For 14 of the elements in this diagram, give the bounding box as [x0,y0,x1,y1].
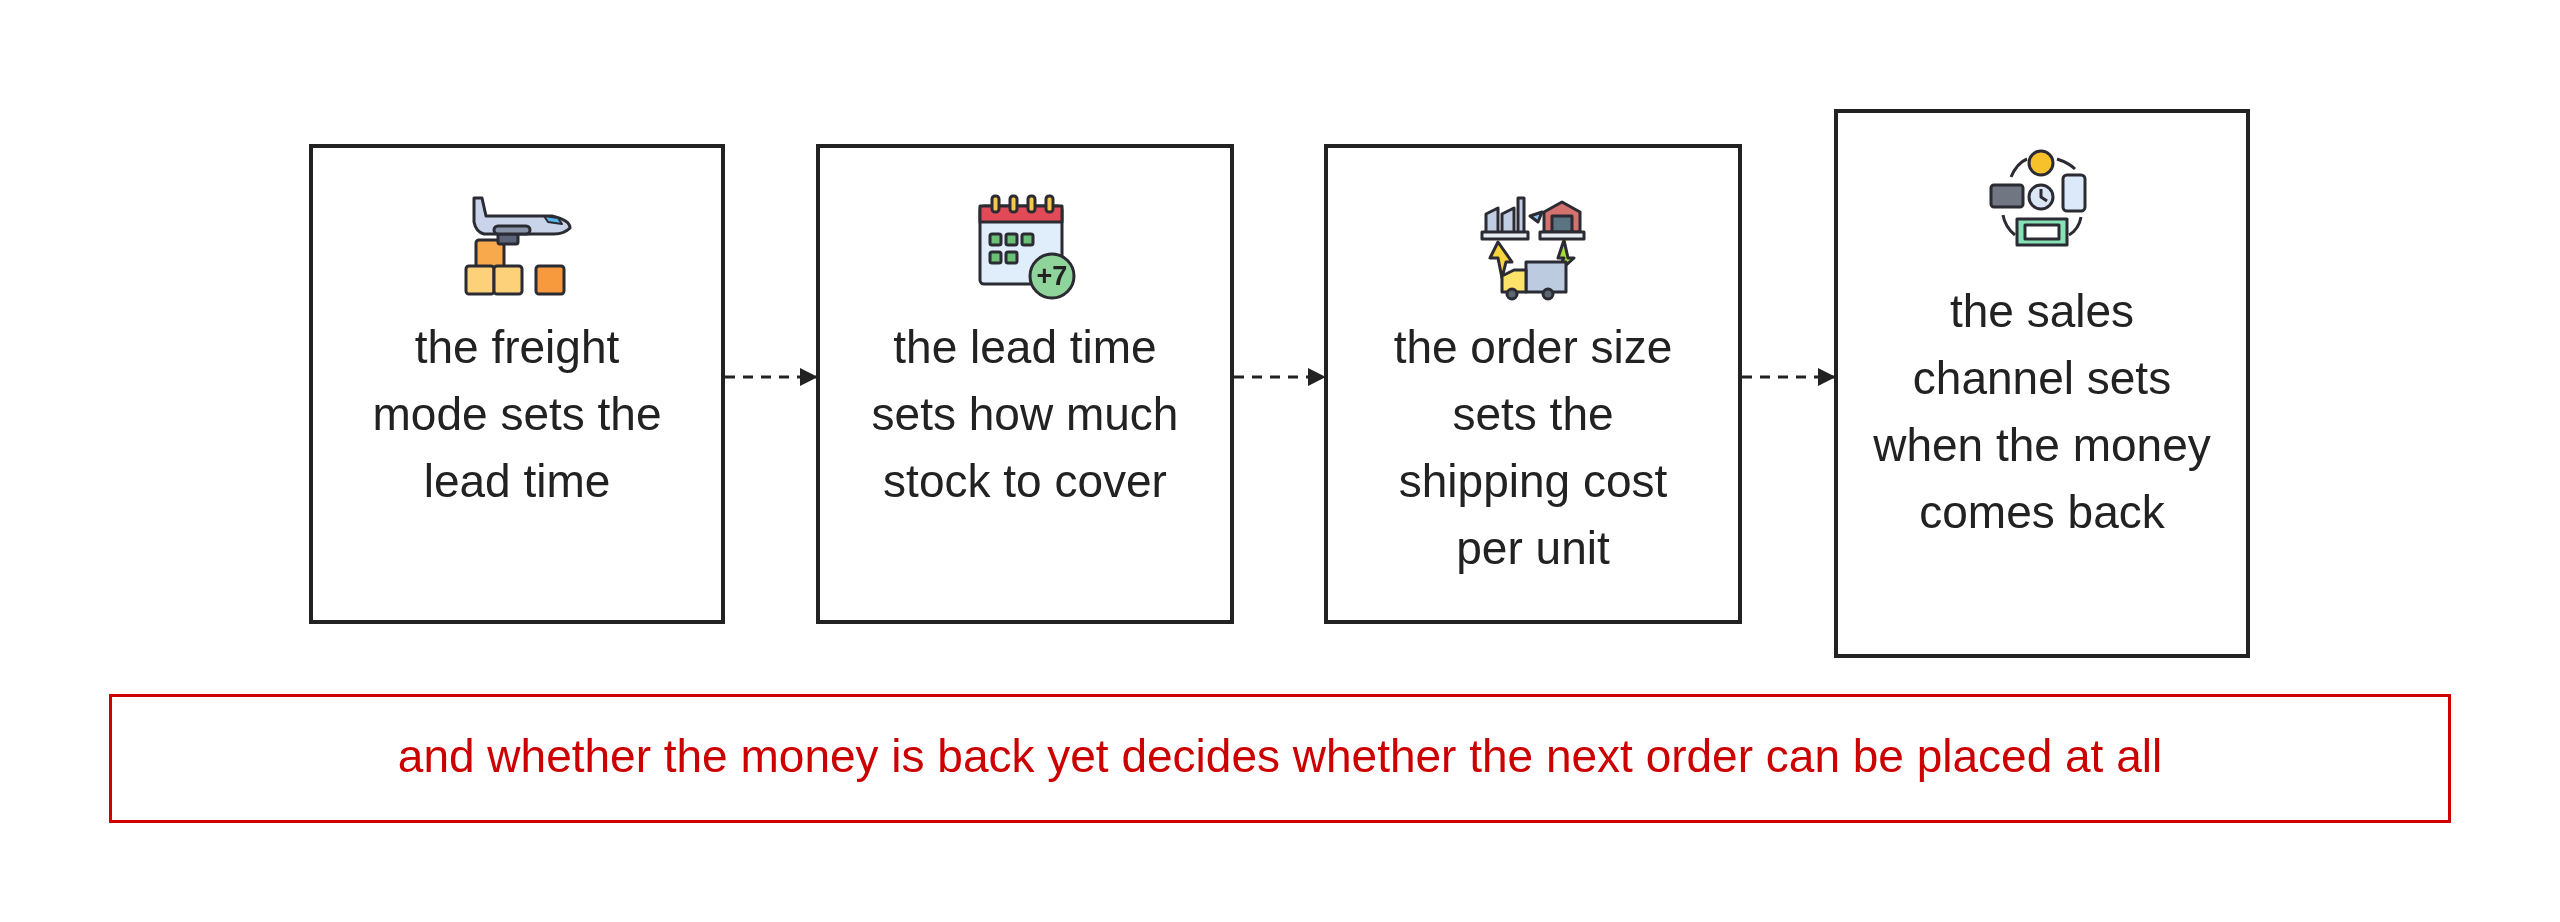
dashed-arrow [725,368,818,386]
step-text: the order size sets the shipping cost per unit [1392,320,1674,576]
dashed-arrow [1742,368,1836,386]
note-box [109,694,2451,823]
step-text: the lead time sets how much stock to cover [870,320,1180,509]
note-text: and whether the money is back yet decides whether the next order can be placed at all [396,729,2164,784]
badge-text: +7 [1035,260,1069,292]
dashed-arrow [1234,368,1326,386]
step-text: the sales channel sets when the money comes back [1872,284,2212,540]
process-box [309,144,725,624]
process-box [1324,144,1742,624]
process-box [816,144,1234,624]
step-text: the freight mode sets the lead time [371,320,663,509]
process-box [1834,109,2250,658]
